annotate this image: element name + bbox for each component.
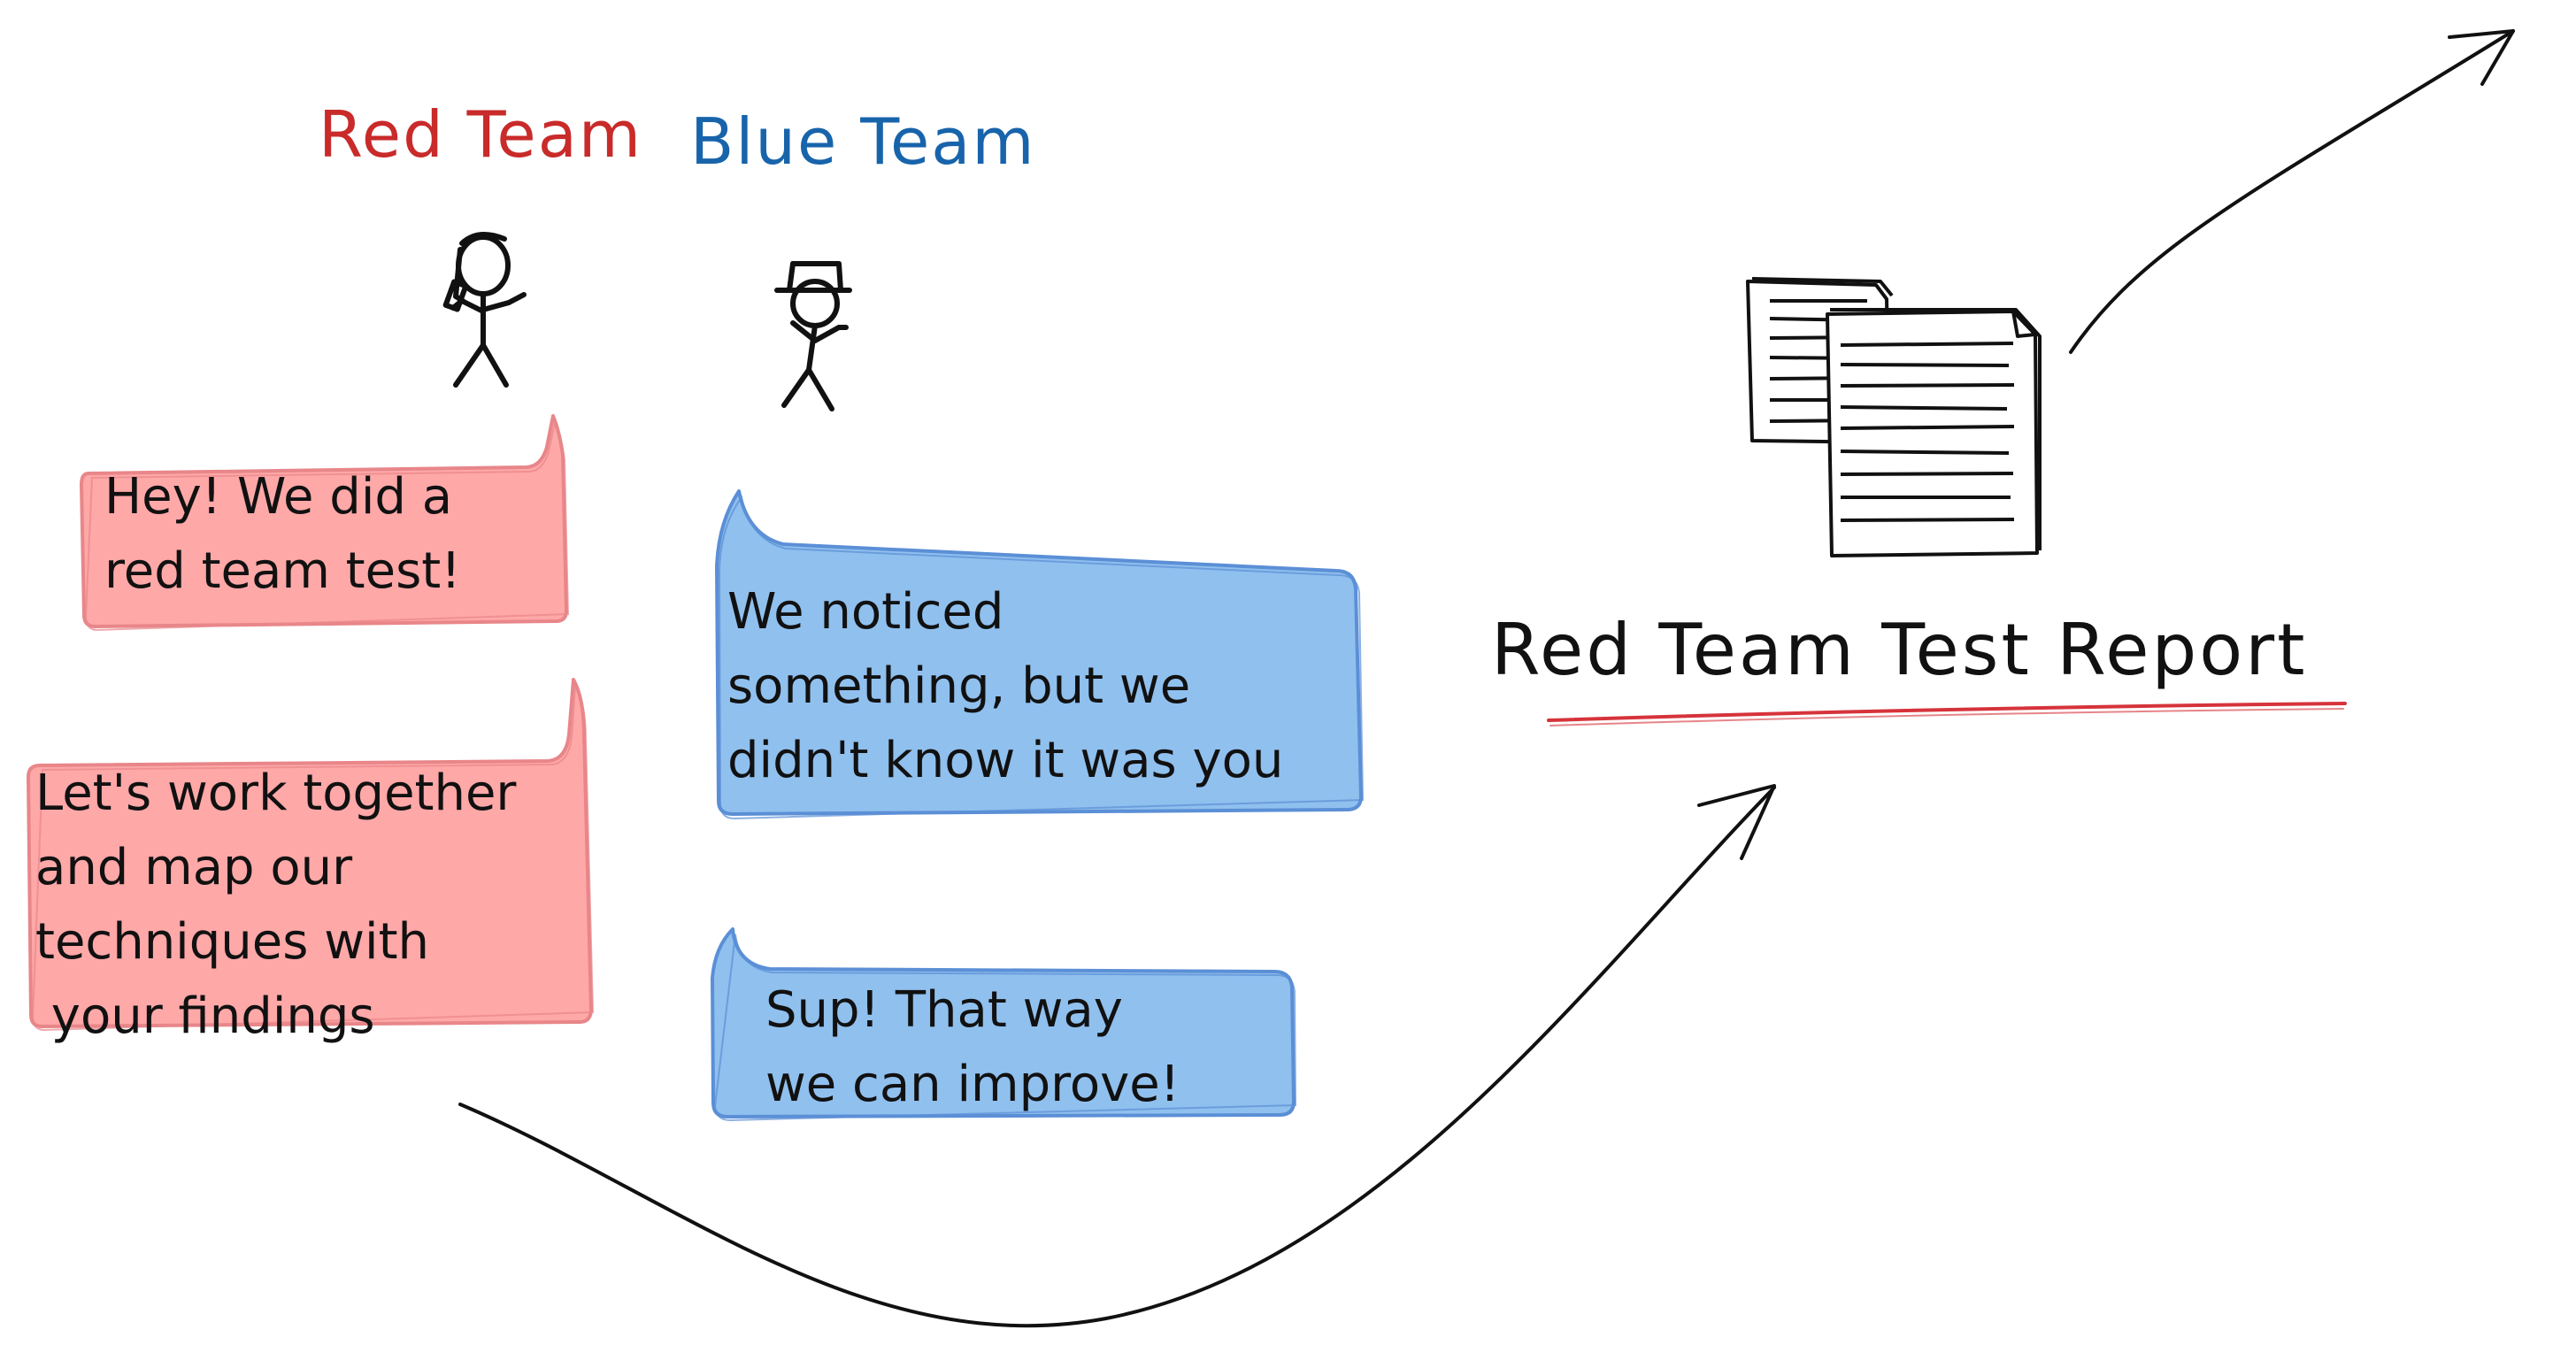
report-title: Red Team Test Report [1491, 609, 2308, 691]
red-bubble-2-text: Let's work together and map our techniqu… [35, 757, 516, 1054]
red-bubble-2-line-1: Let's work together [35, 765, 517, 822]
improvement-arrow-curve [2069, 29, 2515, 354]
blue-bubble-1-text: We noticed something, but we didn't know… [727, 575, 1283, 798]
blue-bubble-2-line-2: we can improve! [765, 1056, 1180, 1113]
blue-bubble-1-line-1: We noticed [727, 583, 1004, 641]
documents-icon [1746, 277, 2042, 557]
red-bubble-2-line-2: and map our [35, 839, 353, 896]
red-bubble-2-line-3: techniques with [35, 913, 430, 971]
red-bubble-1-line-1: Hey! We did a [104, 468, 453, 526]
blue-team-stick-figure-icon [774, 261, 852, 411]
red-team-label: Red Team [319, 97, 642, 172]
blue-bubble-1 [715, 489, 1363, 816]
red-bubble-2-line-4: your findings [35, 988, 375, 1045]
report-title-underline [1547, 702, 2347, 722]
red-bubble-1 [80, 414, 568, 628]
progress-arrow-curve [458, 786, 1776, 1328]
red-team-stick-figure-icon [442, 232, 527, 388]
blue-bubble-2-line-1: Sup! That way [765, 981, 1123, 1039]
improvement-arrow-head [2448, 29, 2515, 86]
red-bubble-1-text: Hey! We did a red team test! [104, 460, 461, 609]
blue-bubble-2-text: Sup! That way we can improve! [765, 973, 1180, 1122]
blue-bubble-1-line-2: something, but we [727, 657, 1191, 715]
blue-bubble-2 [711, 927, 1296, 1118]
blue-bubble-1-line-3: didn't know it was you [727, 732, 1284, 789]
red-bubble-1-line-2: red team test! [104, 542, 461, 600]
progress-arrow-head [1697, 784, 1776, 860]
blue-team-label: Blue Team [690, 104, 1036, 179]
